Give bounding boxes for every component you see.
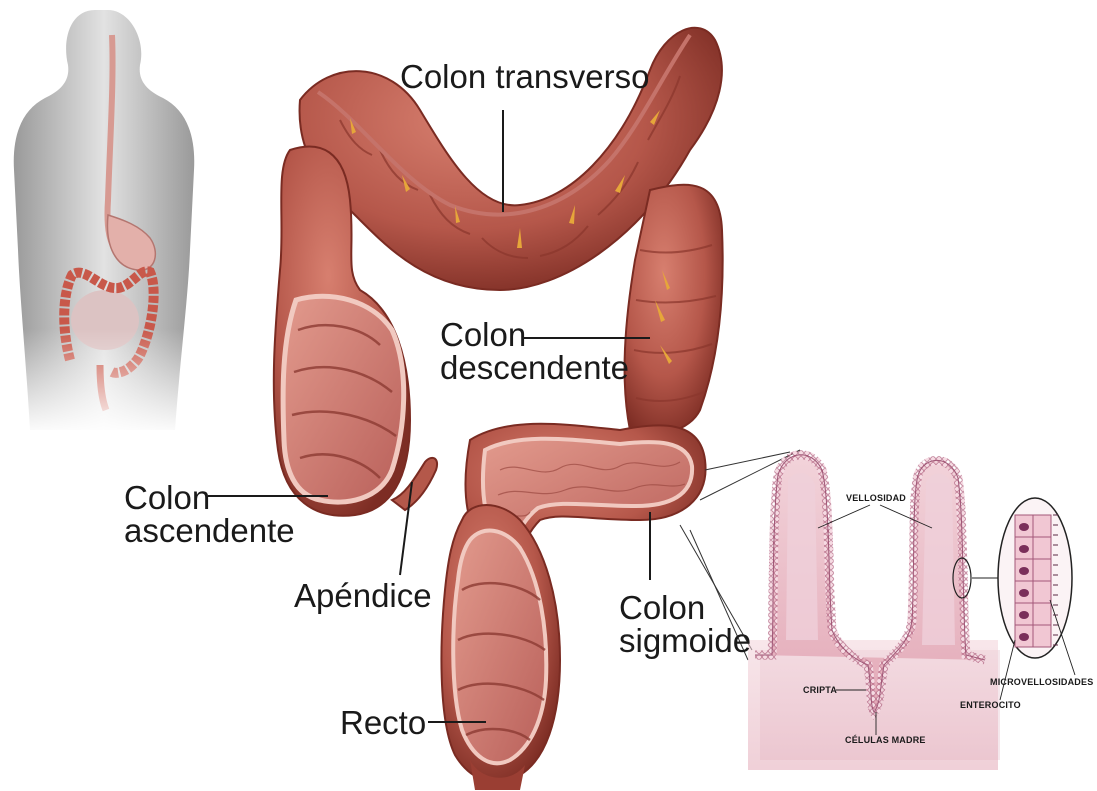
label-colon-descendente-line2: descendente — [440, 351, 629, 384]
label-vellosidad: VELLOSIDAD — [846, 494, 906, 503]
label-recto: Recto — [340, 706, 426, 739]
label-colon-descendente-line1: Colon — [440, 318, 629, 351]
label-colon-descendente: Colon descendente — [440, 318, 629, 384]
body-thumbnail — [0, 10, 205, 435]
label-enterocito: ENTEROCITO — [960, 701, 1021, 710]
label-colon-ascendente: Colon ascendente — [124, 481, 295, 547]
label-colon-sigmoide: Colon sigmoide — [619, 591, 751, 657]
label-celulas-madre: CÉLULAS MADRE — [845, 736, 926, 745]
label-colon-ascendente-line1: Colon — [124, 481, 295, 514]
label-colon-transverso: Colon transverso — [400, 60, 649, 93]
label-colon-ascendente-line2: ascendente — [124, 514, 295, 547]
label-colon-sigmoide-line2: sigmoide — [619, 624, 751, 657]
label-cripta: CRIPTA — [803, 686, 837, 695]
label-colon-sigmoide-line1: Colon — [619, 591, 751, 624]
enterocyte-zoom — [998, 498, 1075, 700]
label-apendice: Apéndice — [294, 579, 432, 612]
label-microvellosidades: MICROVELLOSIDADES — [990, 678, 1093, 687]
large-intestine — [274, 28, 723, 790]
